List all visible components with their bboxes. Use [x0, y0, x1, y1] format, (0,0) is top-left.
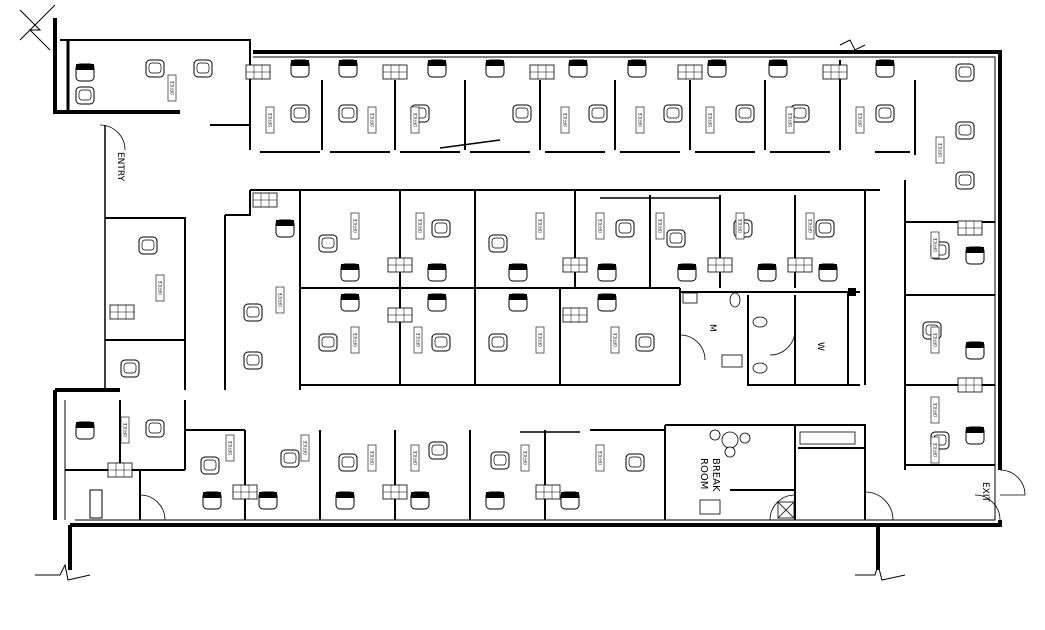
svg-text:OFFICE: OFFICE — [933, 237, 938, 252]
office-tag: OFFICE — [855, 106, 865, 134]
svg-text:OFFICE: OFFICE — [933, 402, 938, 417]
svg-text:OFFICE: OFFICE — [413, 450, 418, 465]
office-tag: OFFICE — [655, 212, 665, 240]
svg-text:OFFICE: OFFICE — [598, 450, 603, 465]
office-tag: OFFICE — [535, 212, 545, 240]
entry-label: ENTRY — [115, 152, 125, 182]
svg-text:OFFICE: OFFICE — [523, 450, 528, 465]
office-tag: OFFICE — [120, 416, 130, 444]
office-tag: OFFICE — [735, 212, 745, 240]
break-room-label-line1: BREAK — [710, 458, 721, 492]
office-tag: OFFICE — [275, 286, 285, 314]
office-tag: OFFICE — [595, 444, 605, 472]
svg-text:OFFICE: OFFICE — [563, 112, 568, 127]
svg-text:OFFICE: OFFICE — [303, 440, 308, 455]
office-tag: OFFICE — [935, 136, 945, 164]
svg-text:OFFICE: OFFICE — [598, 218, 603, 233]
womens-restroom-label: W — [815, 342, 825, 351]
office-tag: OFFICE — [415, 212, 425, 240]
office-tag: OFFICE — [535, 326, 545, 354]
office-tag: OFFICE — [410, 444, 420, 472]
break-room-label-line2: ROOM — [698, 458, 709, 489]
office-tag: OFFICE — [595, 212, 605, 240]
office-tag: OFFICE — [367, 106, 377, 134]
outer-walls — [53, 18, 1003, 570]
office-tag: OFFICE — [367, 444, 377, 472]
break-room-table — [709, 429, 795, 519]
svg-text:OFFICE: OFFICE — [413, 112, 418, 127]
office-tag: OFFICE — [350, 212, 360, 240]
office-tag: OFFICE — [930, 326, 940, 354]
svg-text:OFFICE: OFFICE — [268, 112, 273, 127]
svg-text:OFFICE: OFFICE — [416, 332, 421, 347]
office-tag: OFFICE — [520, 444, 530, 472]
office-tag: OFFICE — [560, 106, 570, 134]
svg-text:OFFICE: OFFICE — [788, 112, 793, 127]
svg-text:OFFICE: OFFICE — [638, 112, 643, 127]
office-tag: OFFICE — [350, 326, 360, 354]
interior-walls — [65, 58, 995, 520]
svg-text:OFFICE: OFFICE — [808, 218, 813, 233]
office-tag: OFFICE — [410, 106, 420, 134]
svg-text:OFFICE: OFFICE — [738, 218, 743, 233]
office-tag: OFFICE — [225, 434, 235, 462]
toilet-icon — [729, 292, 768, 374]
office-tag: OFFICE — [705, 106, 715, 134]
svg-text:OFFICE: OFFICE — [228, 440, 233, 455]
office-tag: OFFICE — [635, 106, 645, 134]
office-tag: OFFICE — [930, 231, 940, 259]
svg-text:OFFICE: OFFICE — [613, 332, 618, 347]
office-tag: OFFICE — [300, 434, 310, 462]
svg-text:OFFICE: OFFICE — [170, 80, 175, 95]
exit-label: EXIT — [980, 482, 990, 503]
sink-icon — [682, 292, 856, 515]
svg-text:OFFICE: OFFICE — [858, 112, 863, 127]
mens-restroom-label: M — [707, 324, 717, 332]
svg-text:OFFICE: OFFICE — [278, 292, 283, 307]
svg-text:OFFICE: OFFICE — [933, 442, 938, 457]
door-swing-icon — [99, 124, 1026, 521]
office-tag: OFFICE — [805, 212, 815, 240]
svg-text:OFFICE: OFFICE — [158, 280, 163, 295]
svg-text:OFFICE: OFFICE — [370, 112, 375, 127]
office-tags: OFFICE OFFICE OFFICE OFFICE OFFICE OFFICE OFFI… — [120, 74, 945, 472]
office-tag: OFFICE — [413, 326, 423, 354]
svg-text:OFFICE: OFFICE — [938, 142, 943, 157]
svg-text:OFFICE: OFFICE — [123, 422, 128, 437]
svg-text:OFFICE: OFFICE — [353, 332, 358, 347]
office-tag: OFFICE — [167, 74, 177, 102]
office-tag: OFFICE — [785, 106, 795, 134]
svg-text:OFFICE: OFFICE — [353, 218, 358, 233]
break-lines — [19, 4, 906, 581]
office-tag: OFFICE — [155, 274, 165, 302]
svg-text:OFFICE: OFFICE — [418, 218, 423, 233]
svg-text:OFFICE: OFFICE — [538, 218, 543, 233]
svg-text:OFFICE: OFFICE — [658, 218, 663, 233]
office-tag: OFFICE — [610, 326, 620, 354]
office-tag: OFFICE — [930, 436, 940, 464]
office-tag: OFFICE — [265, 106, 275, 134]
office-tag: OFFICE — [930, 396, 940, 424]
svg-text:OFFICE: OFFICE — [708, 112, 713, 127]
svg-text:OFFICE: OFFICE — [538, 332, 543, 347]
svg-text:OFFICE: OFFICE — [370, 450, 375, 465]
svg-text:OFFICE: OFFICE — [933, 332, 938, 347]
